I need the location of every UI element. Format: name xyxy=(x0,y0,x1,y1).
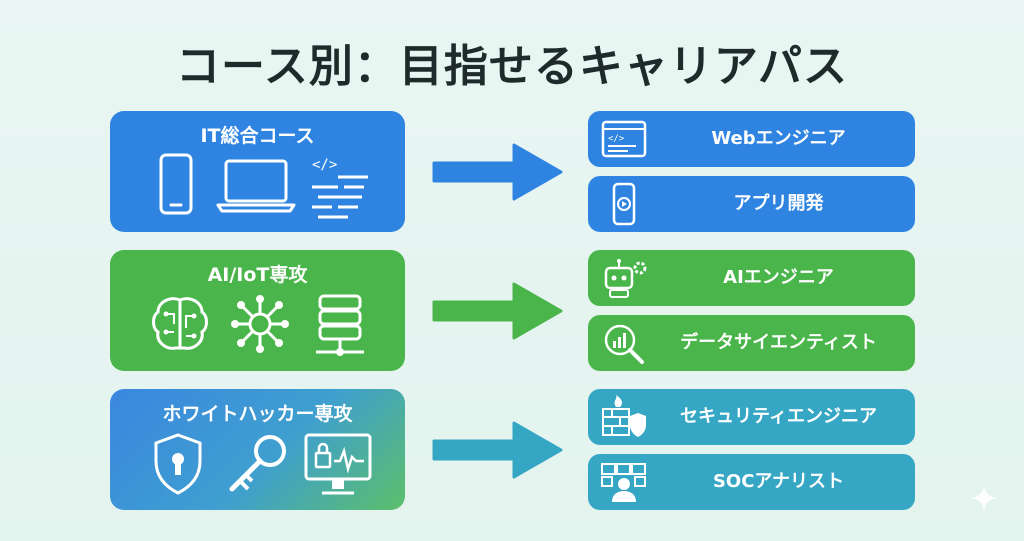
shield-keyhole-icon xyxy=(154,433,202,495)
course-card-ai-iot: AI/IoT専攻 xyxy=(110,250,405,371)
career-data-scientist: データサイエンティスト xyxy=(588,315,915,371)
brain-circuit-icon xyxy=(152,297,208,350)
page-title: コース別：目指せるキャリアパス xyxy=(176,41,848,92)
phone-play-icon xyxy=(612,182,636,226)
firewall-shield-icon xyxy=(602,395,646,437)
smartphone-icon xyxy=(159,153,193,215)
arrow-right-icon xyxy=(432,421,563,479)
course-label: AI/IoT専攻 xyxy=(207,264,308,286)
career-label: AIエンジニア xyxy=(723,267,834,288)
browser-code-icon: </> xyxy=(601,120,647,158)
career-label: SOCアナリスト xyxy=(712,471,845,492)
career-label: アプリ開発 xyxy=(733,193,824,214)
career-label: データサイエンティスト xyxy=(680,332,877,353)
laptop-icon xyxy=(216,159,296,213)
career-label: Webエンジニア xyxy=(711,128,846,149)
career-label: セキュリティエンジニア xyxy=(680,406,877,427)
monitor-lock-icon xyxy=(304,433,372,495)
analyst-monitors-icon xyxy=(601,463,646,502)
svg-text:</>: </> xyxy=(312,157,337,173)
course-label: ホワイトハッカー専攻 xyxy=(162,403,353,425)
course-card-white-hacker: ホワイトハッカー専攻 xyxy=(110,389,405,510)
robot-gear-icon xyxy=(604,259,647,298)
arrow-right-icon xyxy=(432,143,563,201)
arrow-right-icon xyxy=(432,282,563,340)
code-lines-icon: </> xyxy=(312,157,368,219)
database-server-icon xyxy=(316,294,364,356)
career-security-engineer: セキュリティエンジニア xyxy=(588,389,915,445)
course-label: IT総合コース xyxy=(200,125,315,147)
career-web-engineer: </> Webエンジニア xyxy=(588,111,915,167)
sparkle-icon xyxy=(970,484,998,512)
career-soc-analyst: SOCアナリスト xyxy=(588,454,915,510)
svg-text:</>: </> xyxy=(608,134,625,144)
magnifier-chart-icon xyxy=(604,324,644,364)
course-card-it-general: IT総合コース </> xyxy=(110,111,405,232)
key-icon xyxy=(229,435,286,492)
career-ai-engineer: AIエンジニア xyxy=(588,250,915,306)
career-app-development: アプリ開発 xyxy=(588,176,915,232)
network-icon xyxy=(231,295,289,353)
